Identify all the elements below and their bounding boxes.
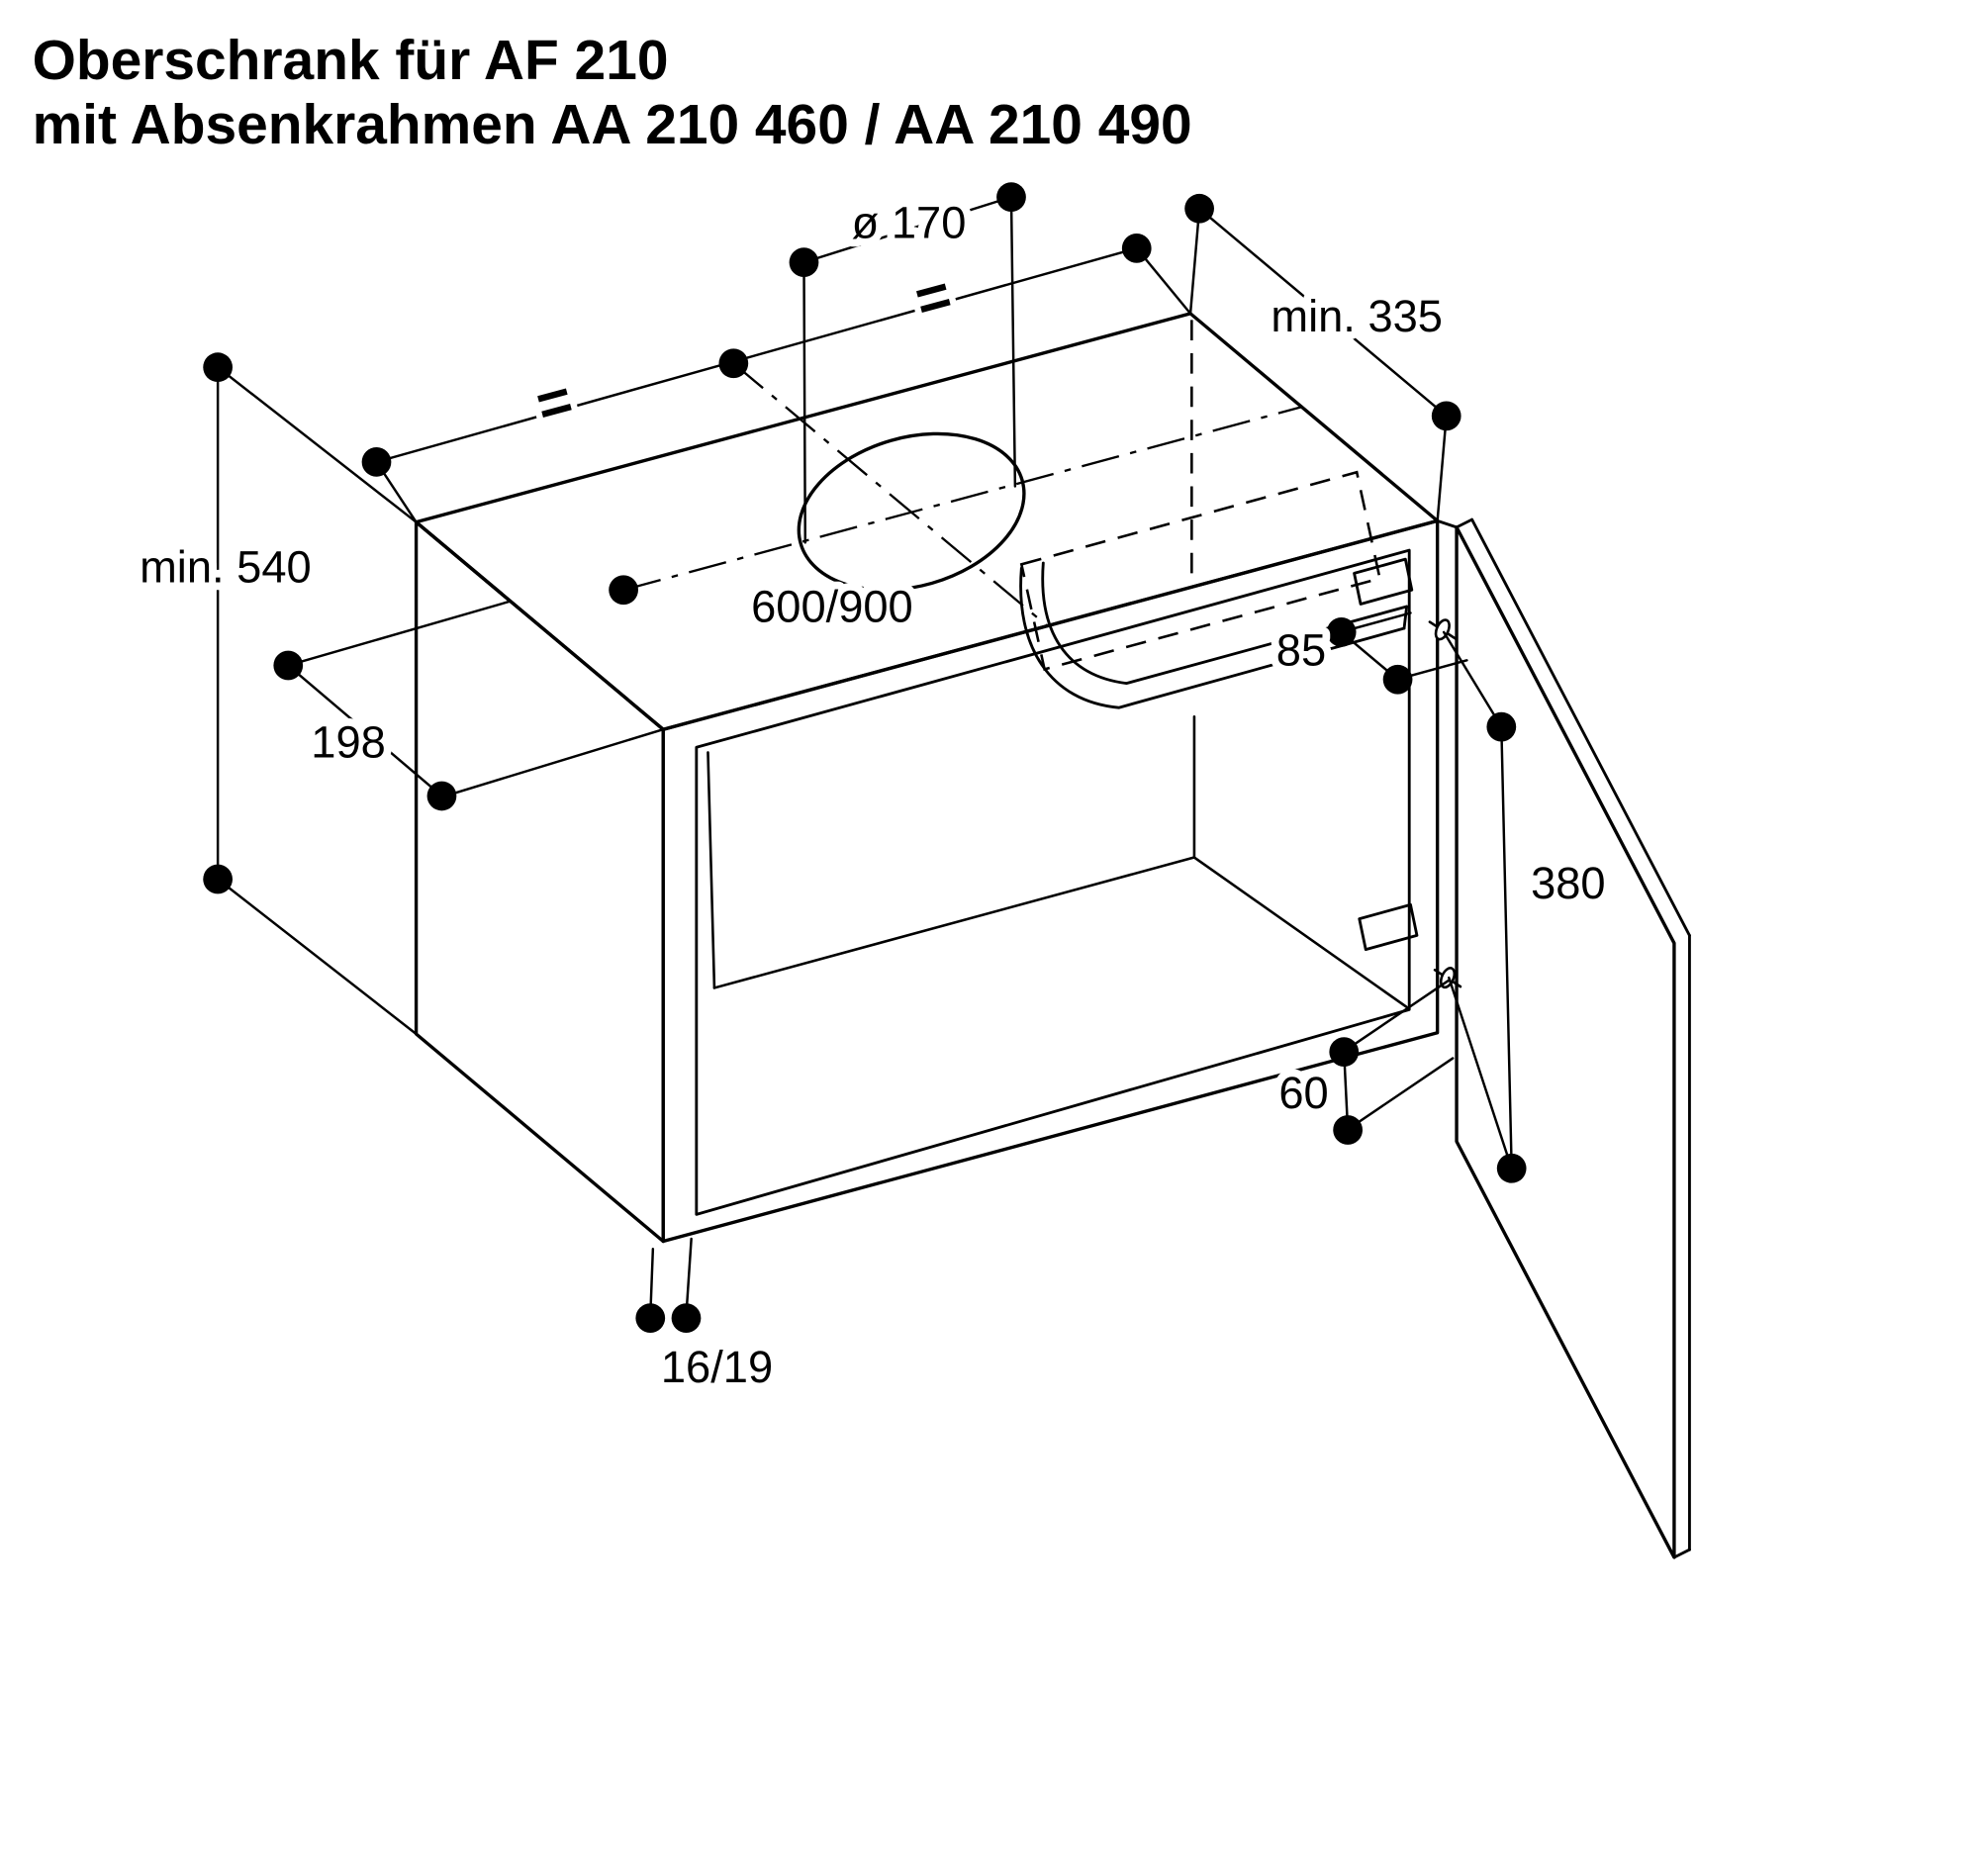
vent-hole-ellipse: [797, 431, 1026, 592]
dimension-panel-thickness: 16/19: [635, 1237, 781, 1400]
dim-line: [375, 246, 1138, 464]
equal-mark-left: =: [529, 366, 580, 439]
leader-dot: [1431, 401, 1461, 431]
leader-dot: [1121, 234, 1152, 263]
dim-label-side-depth: 198: [311, 717, 386, 768]
extension-line: [431, 727, 665, 801]
front-opening-inner-edge: [695, 548, 1411, 1216]
top-hinge-plate: [1353, 557, 1414, 606]
dimension-min-height: min. 540: [132, 352, 418, 1036]
dimension-hole-diameter: ø 170: [789, 182, 1026, 544]
interior-back-bottom-edge: [712, 856, 1196, 989]
extension-line: [1442, 630, 1503, 728]
bottom-hinge-plate: [1358, 902, 1419, 952]
leader-dot: [361, 447, 392, 477]
dim-label-hole-diameter: ø 170: [852, 198, 967, 248]
leader-dot: [1184, 193, 1214, 224]
extension-line: [277, 600, 512, 670]
duct-front-curve: [1019, 566, 1406, 709]
dimension-top-depth: min. 335: [1184, 193, 1461, 522]
leader-dot: [203, 352, 234, 383]
title-line-2: mit Absenkrahmen AA 210 460 / AA 210 490: [33, 93, 1192, 156]
leader-dot: [273, 650, 304, 681]
door-thickness-top-cap: [1455, 517, 1474, 529]
leader-dot: [718, 348, 749, 379]
left-side-panel: [414, 519, 665, 1244]
extension-line: [685, 1237, 693, 1317]
title-block: Oberschrank für AF 210 mit Absenkrahmen …: [33, 29, 1192, 156]
dim-label-cabinet-width: 600/900: [751, 582, 913, 632]
extension-line: [802, 260, 806, 544]
dimension-frame-inset: 85: [1269, 611, 1468, 695]
dimension-hinge-bottom-offset: 60: [1272, 979, 1455, 1145]
equal-mark-right: =: [908, 261, 959, 334]
extension-line: [1188, 207, 1201, 316]
extension-line: [216, 878, 418, 1036]
leader-dot: [1329, 1037, 1360, 1067]
door-thickness-bottom-cap: [1672, 1548, 1691, 1559]
dim-label-min-height: min. 540: [140, 541, 312, 592]
extension-line: [1436, 415, 1448, 522]
extension-line: [1009, 195, 1017, 488]
absenkrahmen-frame: [1019, 470, 1409, 709]
dimension-hinge-spacing: 380: [1442, 630, 1613, 1183]
door-thickness-top-edge: [1470, 517, 1691, 937]
leader-dot: [609, 575, 638, 606]
vent-hole: [622, 362, 1302, 627]
door-face-outline: [1455, 525, 1676, 1559]
open-door: [1455, 517, 1691, 1559]
dim-label-hinge-spacing: 380: [1531, 858, 1606, 908]
dimension-side-depth: 198: [273, 600, 665, 811]
dim-label-panel-thickness: 16/19: [661, 1342, 773, 1392]
dimension-cabinet-width: 600/900: [609, 574, 920, 639]
dim-line: [287, 664, 443, 797]
door-top-connector-edge: [1436, 518, 1459, 529]
leader-dot: [996, 182, 1026, 213]
duct-end-cap: [1402, 605, 1409, 630]
extension-line: [216, 365, 418, 523]
dim-label-frame-inset: 85: [1276, 625, 1326, 676]
leader-dot: [1496, 1153, 1527, 1183]
hole-centerline-width-axis: [622, 406, 1302, 592]
leader-dot: [1382, 664, 1413, 695]
dim-line: [1500, 725, 1513, 1171]
front-frame-outline: [661, 518, 1440, 1244]
leader-dot: [1333, 1115, 1364, 1145]
leader-dot: [635, 1303, 666, 1333]
absenkrahmen-hidden-outline: [1019, 470, 1381, 672]
dim-line: [1197, 207, 1448, 418]
leader-dot: [671, 1303, 702, 1333]
leader-dot: [1486, 711, 1517, 742]
hole-centerline-depth-axis: [732, 362, 1048, 627]
leader-dot: [426, 781, 457, 811]
leader-dot: [789, 247, 819, 278]
dim-label-top-depth: min. 335: [1271, 291, 1443, 341]
extension-line: [1448, 976, 1513, 1171]
dim-line: [802, 195, 1013, 264]
leader-dot: [1326, 617, 1357, 647]
dim-label-hinge-bottom-offset: 60: [1278, 1068, 1328, 1118]
leader-dot: [203, 864, 234, 894]
interior-floor-right-edge: [1192, 856, 1408, 1009]
interior-back-wall-left-edge: [707, 751, 716, 989]
duct-back-curve: [1041, 561, 1409, 686]
dimension-hole-centering: = =: [361, 234, 1192, 523]
title-line-1: Oberschrank für AF 210: [33, 29, 669, 92]
